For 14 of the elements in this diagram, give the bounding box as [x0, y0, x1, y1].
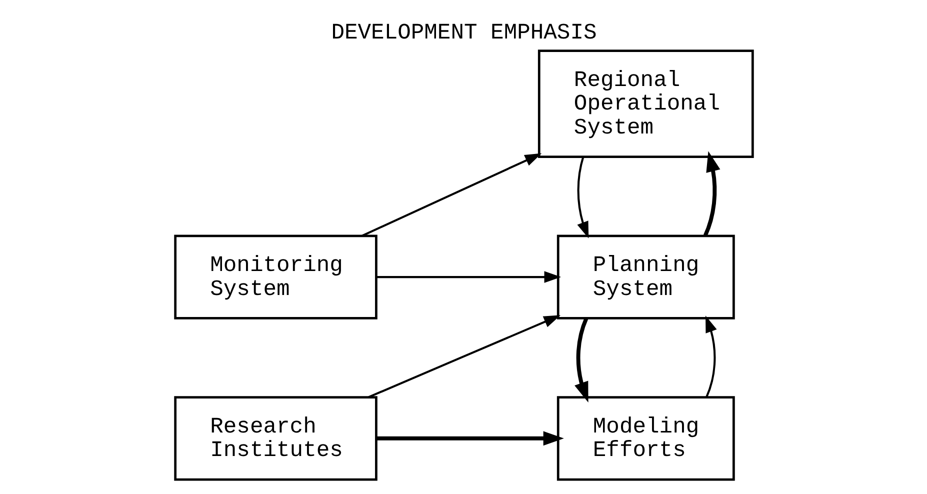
- node-box: Monitoring System: [174, 234, 377, 320]
- arrow: [702, 151, 720, 236]
- node-box: Modeling Efforts: [556, 396, 734, 481]
- arrow: [574, 318, 588, 403]
- arrow: [376, 271, 561, 283]
- diagram-title: DEVELOPMENT EMPHASIS: [330, 20, 596, 46]
- arrow: [361, 153, 542, 237]
- arrow: [368, 315, 560, 398]
- node-box: Planning System: [556, 234, 734, 320]
- arrow: [576, 156, 588, 238]
- arrow: [705, 316, 716, 398]
- arrow: [376, 431, 564, 446]
- node-box: Regional Operational System: [537, 50, 754, 158]
- node-box: Research Institutes: [174, 396, 377, 481]
